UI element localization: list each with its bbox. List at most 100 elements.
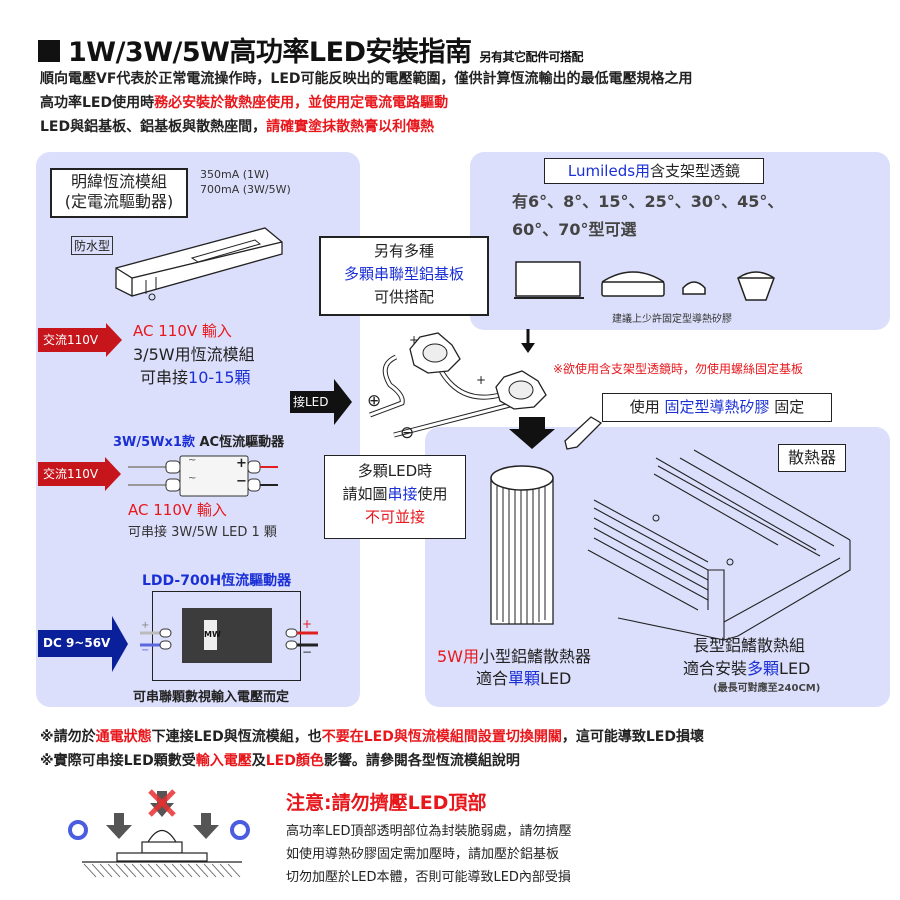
ldd-driver-module: MW <box>182 608 272 663</box>
caution-line-2: 如使用導熱矽膠固定需加壓時，請加壓於鋁基板 <box>286 847 560 862</box>
note2-d: LED顏色 <box>265 753 324 769</box>
dc-arrow-label: DC 9~56V <box>38 630 112 657</box>
ac-input-label: AC 110V 輸入 <box>133 322 232 340</box>
series-count-a: 可串接 <box>140 368 189 387</box>
long-heatsink-line2-b: 多顆 <box>747 659 780 678</box>
ac-arrow-label: 交流110V <box>38 328 106 352</box>
connect-led-label: 接LED <box>290 391 337 413</box>
driver-title-2: (定電流驅動器) <box>64 192 174 211</box>
ok-circle-icon <box>68 820 88 840</box>
note-line-2: ※實際可串接LED顆數受輸入電壓及LED顏色影響。請參閱各型恆流模組說明 <box>40 750 520 770</box>
note1-c: 下連接LED與恆流模組，也 <box>151 729 322 745</box>
ac-driver-series-note: 可串接 3W/5W LED 1 顆 <box>128 525 277 540</box>
note1-a: ※請勿於 <box>40 729 96 745</box>
ldd-in-plus: + <box>141 620 150 631</box>
negative-terminal-icon: ⊖ <box>400 423 415 443</box>
long-heatsink-line1: 長型鋁鰭散熱組 <box>693 636 806 655</box>
series-line-2-c: 使用 <box>417 485 448 503</box>
series-line-2: 請如圖串接使用 <box>325 483 465 506</box>
current-1w: 350mA (1W) <box>200 168 270 181</box>
lens-title-box: Lumileds用含支架型透鏡 <box>544 158 764 184</box>
intro-line-3-b: 請確實塗抹散熱膏以利傳熱 <box>266 119 435 135</box>
ac-driver-title-a: 3W/5Wx1款 <box>113 435 195 450</box>
note2-b: 輸入電壓 <box>195 753 252 769</box>
arrow-down-icon <box>193 813 219 839</box>
series-line-1: 多顆LED時 <box>357 462 433 480</box>
square-bullet-icon <box>38 40 60 62</box>
ldd-out-minus: − <box>302 645 313 659</box>
long-heatsink-note: (最長可對應至240CM) <box>713 683 821 694</box>
series-info-box: 多顆LED時 請如圖串接使用 不可並接 <box>324 455 466 539</box>
arrow-down-icon <box>106 813 132 839</box>
series-line-2-a: 請如圖 <box>342 485 388 503</box>
ldd-out-plus: + <box>302 617 313 631</box>
ldd-driver-wires <box>140 628 318 650</box>
driver-currents: 350mA (1W) 700mA (3W/5W) <box>200 167 291 197</box>
lens-shapes-illustration <box>514 261 775 301</box>
note1-e: ，這可能導致LED損壞 <box>561 729 704 745</box>
arrow-right-icon <box>105 457 121 491</box>
small-heatsink-a: 5W用 <box>437 647 480 666</box>
lens-title-a: Lumileds用 <box>567 162 651 180</box>
series-line-2-b: 串接 <box>387 485 418 503</box>
ac-tilde-1: ~ <box>188 455 197 466</box>
led2-plus: + <box>476 373 487 387</box>
glue-b: 固定型導熱矽膠 <box>664 398 770 416</box>
meanwell-logo: MW <box>204 620 221 650</box>
board-info-box: 另有多種 多顆串聯型鋁基板 可供搭配 <box>319 236 489 316</box>
arrow-right-icon <box>112 616 128 672</box>
ac-tilde-2: ~ <box>188 473 197 484</box>
waterproof-driver-illustration <box>115 227 283 301</box>
caution-title: 注意:請勿擠壓LED頂部 <box>286 792 487 814</box>
small-heatsink-line2-a: 適合 <box>476 669 509 688</box>
series-count-b: 10-15顆 <box>188 368 251 387</box>
small-heatsink-illustration <box>490 465 554 625</box>
lens-angles-line-1: 有6°、8°、15°、25°、30°、45°、 <box>512 192 784 211</box>
long-heatsink-illustration <box>587 449 851 641</box>
lens-glue-note: 建議上少許固定型導熱矽膠 <box>612 314 732 325</box>
wired-led-boards-illustration <box>369 329 547 438</box>
intro-line-2-b: 務必安裝於散熱座使用，並使用定電流電路驅動 <box>154 95 449 111</box>
dc-input-arrow: DC 9~56V <box>38 616 130 674</box>
note1-b: 通電狀態 <box>95 729 152 745</box>
small-heatsink-line2-c: LED <box>540 669 572 688</box>
arrow-right-icon <box>334 379 352 425</box>
ac-plus: + <box>236 456 247 471</box>
intro-line-1: 順向電壓VF代表於正常電流操作時，LED可能反映出的電壓範圍，僅供計算恆流輸出的… <box>40 71 693 87</box>
board-line-1: 另有多種 <box>373 242 434 260</box>
ldd-in-minus: − <box>141 645 150 656</box>
ac-input-arrow-2: 交流110V <box>38 457 122 491</box>
caution-illustration <box>68 789 250 878</box>
waterproof-label: 防水型 <box>71 236 114 255</box>
ac-minus: − <box>236 474 247 489</box>
long-heatsink-line2: 適合安裝多顆LED <box>683 655 810 679</box>
ok-circle-icon <box>230 820 250 840</box>
driver-title-1: 明緯恆流模組 <box>70 172 167 191</box>
title-subtitle: 另有其它配件可搭配 <box>479 50 584 64</box>
intro-line-2-a: 高功率LED使用時 <box>40 95 155 111</box>
glue-c: 固定 <box>774 398 805 416</box>
small-heatsink-line2: 適合單顆LED <box>476 665 571 689</box>
caution-line-3: 切勿加壓於LED本體，否則可能導致LED內部受損 <box>286 870 571 885</box>
module-desc: 3/5W用恆流模組 <box>133 345 255 364</box>
ac-driver-illustration <box>128 455 278 497</box>
board-line-3: 可供搭配 <box>373 288 434 306</box>
ldd-driver-frame <box>152 591 301 681</box>
small-heatsink-b: 小型鋁鰭散熱器 <box>479 647 592 666</box>
connect-led-arrow: 接LED <box>290 379 354 425</box>
ac-driver-input: AC 110V 輸入 <box>128 501 227 519</box>
glue-tube-and-arrow <box>509 416 603 450</box>
long-heatsink-line2-c: LED <box>779 659 811 678</box>
note-line-1: ※請勿於通電狀態下連接LED與恆流模組，也不要在LED與恆流模組間設置切換開關，… <box>40 726 704 746</box>
note2-c: 及 <box>251 753 266 769</box>
note2-a: ※實際可串接LED顆數受 <box>40 753 196 769</box>
ac-arrow-label-2: 交流110V <box>38 462 105 486</box>
driver-title-box: 明緯恆流模組 (定電流驅動器) <box>50 168 188 218</box>
ac-driver-title-b: AC恆流驅動器 <box>199 435 285 450</box>
caution-line-1: 高功率LED頂部透明部位為封裝脆弱處，請勿擠壓 <box>286 824 572 839</box>
glue-box: 使用 固定型導熱矽膠 固定 <box>602 393 832 422</box>
note1-d: 不要在LED與恆流模組間設置切換開關 <box>321 729 562 745</box>
small-heatsink-desc: 5W用小型鋁鰭散熱器 <box>437 643 591 667</box>
title-text: 1W/3W/5W高功率LED安裝指南 <box>68 37 472 68</box>
ldd-driver-note: 可串聯顆數視輸入電壓而定 <box>133 690 290 705</box>
